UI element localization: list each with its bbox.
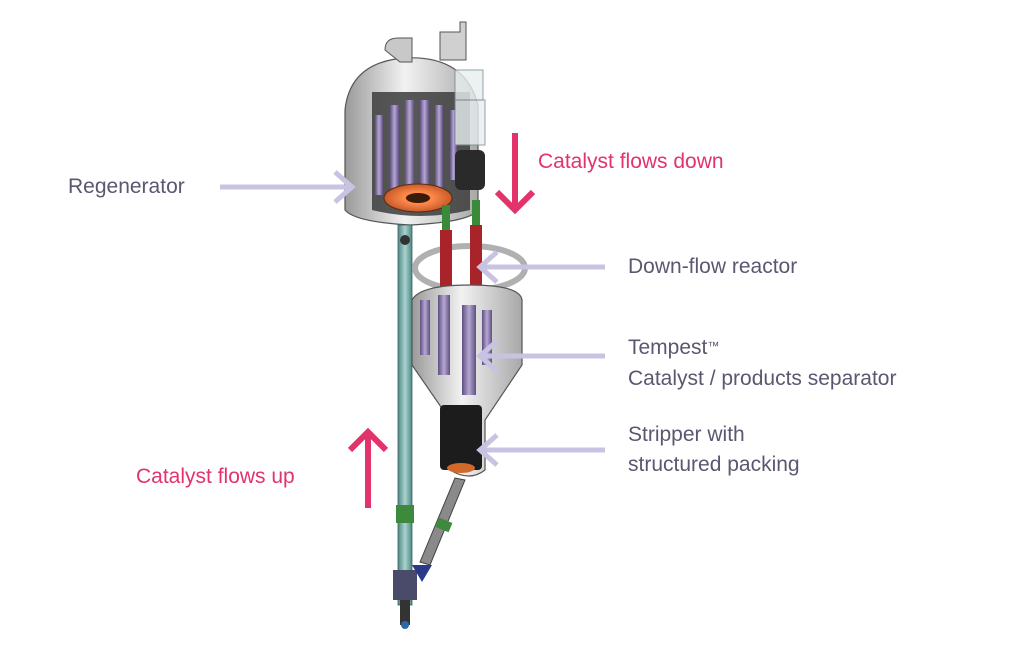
arrow-down-icon (494, 133, 536, 215)
label-separator-title: Tempest™ (628, 333, 719, 363)
label-separator-name: Tempest (628, 336, 708, 359)
trademark-symbol: ™ (707, 339, 720, 353)
label-catalyst-flows-down: Catalyst flows down (538, 150, 724, 173)
regenerator-vessel (344, 21, 486, 226)
arrow-up-icon (347, 427, 389, 508)
standpipe (412, 477, 466, 582)
label-stripper-line2: structured packing (628, 453, 800, 476)
label-separator-description: Catalyst / products separator (628, 367, 897, 390)
pointer-arrow-regenerator (220, 170, 356, 204)
pointer-arrow-separator (476, 339, 605, 373)
label-down-flow-reactor: Down-flow reactor (628, 255, 798, 278)
separator-vessel (411, 284, 523, 477)
pointer-arrow-stripper (476, 433, 605, 467)
pointer-arrow-reactor (476, 250, 605, 284)
riser-pipe (393, 224, 417, 629)
label-stripper-line1: Stripper with (628, 423, 745, 446)
label-regenerator: Regenerator (68, 175, 185, 198)
label-catalyst-flows-up: Catalyst flows up (136, 465, 295, 488)
